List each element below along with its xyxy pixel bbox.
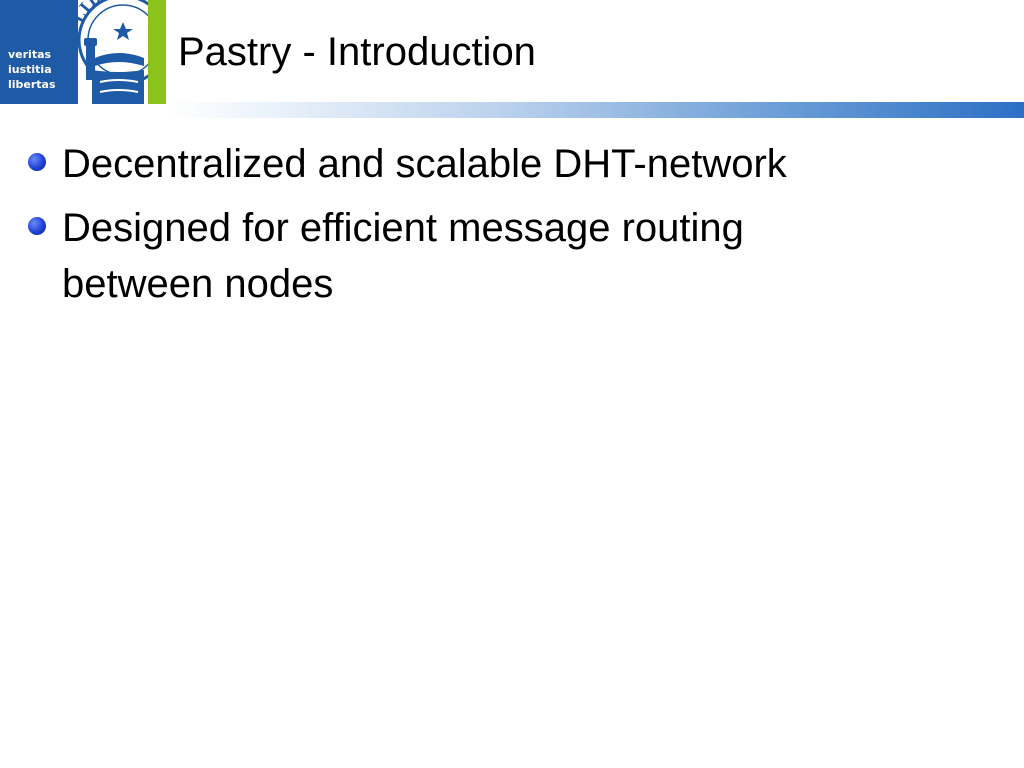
logo-green-stripe bbox=[148, 0, 166, 104]
seal-emblem-icon: LIBERT bbox=[78, 0, 148, 104]
bullet-text: Decentralized and scalable DHT-network bbox=[62, 142, 787, 186]
list-item: Decentralized and scalable DHT-network bbox=[26, 136, 986, 192]
bullet-list: Decentralized and scalable DHT-network D… bbox=[26, 136, 986, 320]
bullet-dot-icon bbox=[28, 153, 46, 171]
motto-line: libertas bbox=[8, 78, 56, 91]
title-gradient-rule bbox=[166, 102, 1024, 118]
list-item: Designed for efficient message routing b… bbox=[26, 200, 882, 312]
motto-line: veritas bbox=[8, 48, 52, 61]
logo-motto: veritas iustitia libertas bbox=[8, 47, 56, 92]
slide-title: Pastry - Introduction bbox=[178, 30, 536, 74]
logo-blue-panel: veritas iustitia libertas bbox=[0, 0, 78, 104]
motto-line: iustitia bbox=[8, 63, 52, 76]
bullet-text: Designed for efficient message routing b… bbox=[62, 206, 744, 306]
bullet-dot-icon bbox=[28, 217, 46, 235]
university-logo: veritas iustitia libertas LIBERT bbox=[0, 0, 166, 104]
